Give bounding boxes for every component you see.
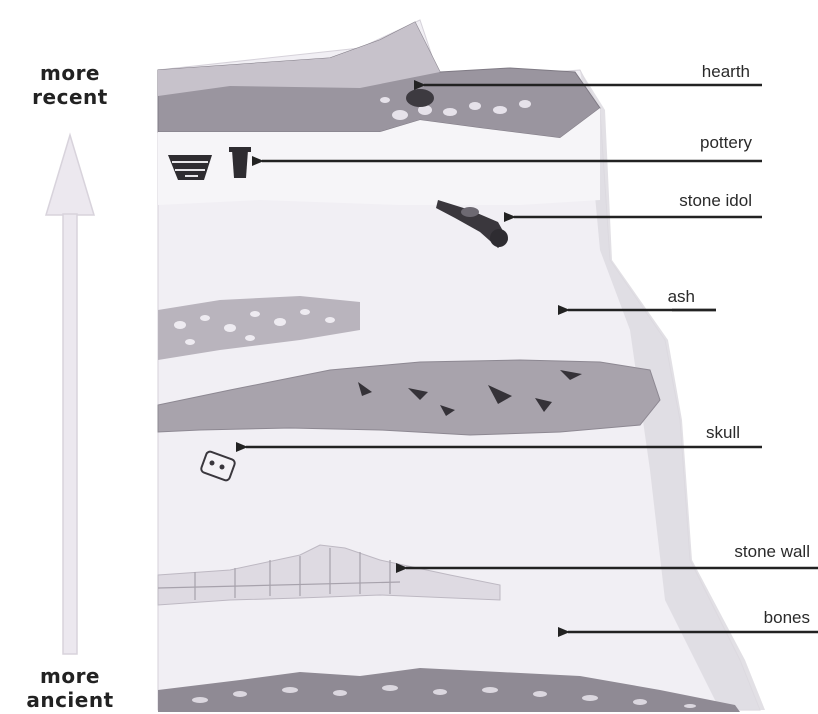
hearth-label: hearth	[702, 62, 750, 81]
bones-label: bones	[764, 608, 810, 627]
time-arrow-head	[46, 135, 94, 215]
time-axis: more recent more ancient	[26, 61, 113, 712]
ash-label: ash	[668, 287, 695, 306]
jar-icon	[232, 150, 248, 178]
skull-label: skull	[706, 423, 740, 442]
soil-block	[158, 20, 765, 712]
hearth-pit	[406, 89, 434, 107]
time-arrow-shaft	[63, 214, 77, 654]
stone-wall-label: stone wall	[734, 542, 810, 561]
pottery-label: pottery	[700, 133, 752, 152]
more-recent-label-line1: more	[40, 61, 100, 85]
more-ancient-label-line1: more	[40, 664, 100, 688]
more-ancient-label-line2: ancient	[26, 688, 113, 712]
more-recent-label-line2: recent	[32, 85, 108, 109]
stone-idol-label: stone idol	[679, 191, 752, 210]
